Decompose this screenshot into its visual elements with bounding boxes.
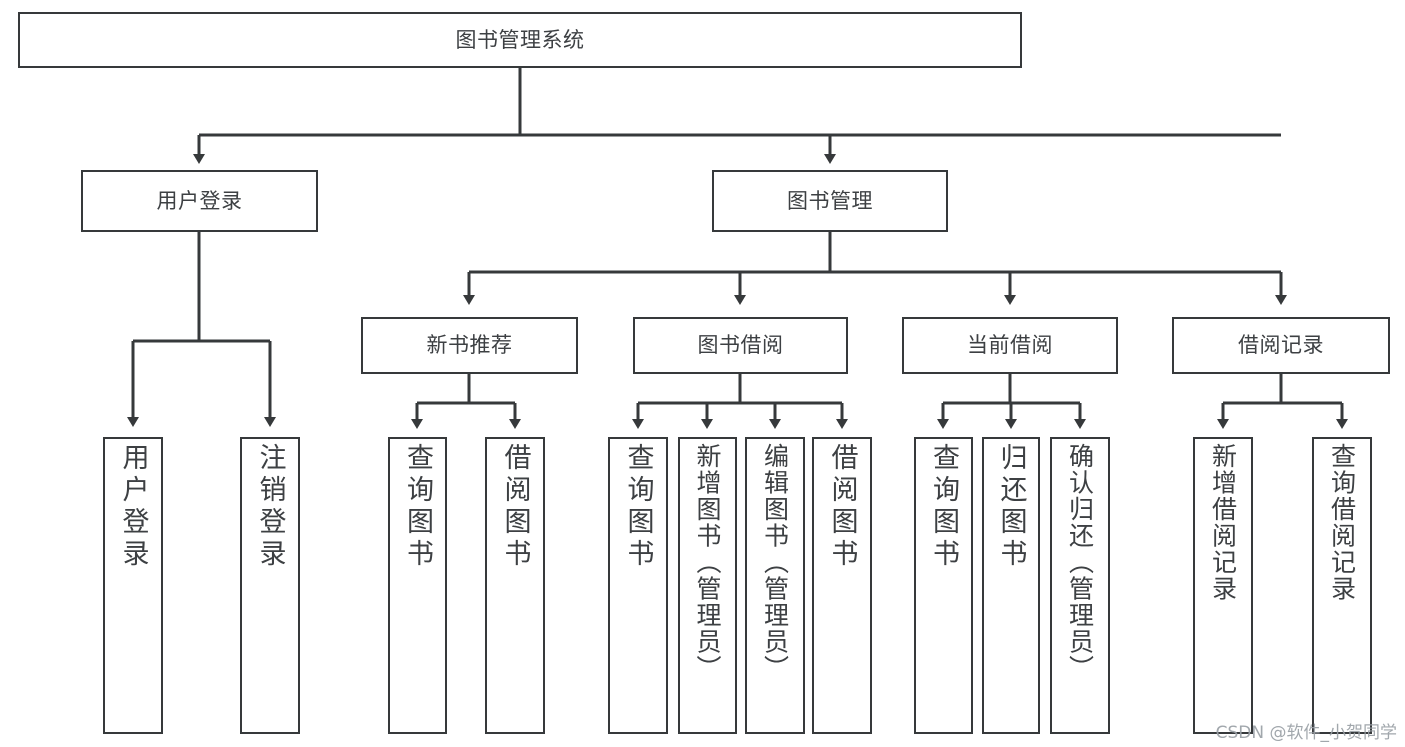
edges-root-to-level2: [193, 68, 1281, 164]
node-borrow-records[interactable]: 借阅记录: [1172, 317, 1390, 374]
node-label: 借阅记录: [1238, 333, 1324, 358]
leaf-query-borrow-record[interactable]: 查询借阅记录: [1312, 437, 1372, 734]
node-label: 归还图书: [995, 443, 1027, 571]
node-user-login[interactable]: 用户登录: [81, 170, 318, 232]
leaf-query-book-borrow[interactable]: 查询图书: [608, 437, 668, 734]
node-label: 借阅图书: [826, 443, 858, 571]
leaf-add-borrow-record[interactable]: 新增借阅记录: [1193, 437, 1253, 734]
node-root-system[interactable]: 图书管理系统: [18, 12, 1022, 68]
node-label: 确认归还（管理员）: [1065, 443, 1095, 682]
node-current-borrow[interactable]: 当前借阅: [902, 317, 1118, 374]
leaf-logout[interactable]: 注销登录: [240, 437, 300, 734]
node-label: 用户登录: [156, 188, 243, 213]
leaf-add-book-admin[interactable]: 新增图书（管理员）: [678, 437, 737, 734]
edges-borrow-to-leaves: [632, 374, 848, 429]
node-label: 用户登录: [117, 443, 149, 571]
leaf-query-book-recommend[interactable]: 查询图书: [388, 437, 447, 734]
node-book-management[interactable]: 图书管理: [712, 170, 948, 232]
edges-user-login-to-leaves: [127, 232, 276, 427]
node-label: 图书管理系统: [455, 27, 585, 52]
leaf-query-book-current[interactable]: 查询图书: [914, 437, 973, 734]
node-label: 新增图书（管理员）: [693, 443, 722, 682]
edges-current-borrow-to-leaves: [937, 374, 1086, 429]
node-label: 注销登录: [254, 443, 286, 571]
node-label: 查询借阅记录: [1327, 443, 1357, 602]
leaf-confirm-return-admin[interactable]: 确认归还（管理员）: [1050, 437, 1110, 734]
node-label: 图书管理: [787, 188, 873, 213]
edges-book-manage-to-level3: [463, 232, 1287, 305]
node-label: 图书借阅: [697, 333, 784, 358]
leaf-return-book[interactable]: 归还图书: [982, 437, 1040, 734]
leaf-borrow-book-recommend[interactable]: 借阅图书: [485, 437, 545, 734]
edges-records-to-leaves: [1217, 374, 1348, 429]
node-label: 新增借阅记录: [1208, 443, 1238, 602]
leaf-borrow-book[interactable]: 借阅图书: [812, 437, 872, 734]
leaf-edit-book-admin[interactable]: 编辑图书（管理员）: [745, 437, 805, 734]
edges-new-book-to-leaves: [411, 374, 521, 429]
node-new-book-recommend[interactable]: 新书推荐: [361, 317, 578, 374]
node-label: 新书推荐: [426, 333, 513, 358]
leaf-user-login[interactable]: 用户登录: [103, 437, 163, 734]
node-book-borrow[interactable]: 图书借阅: [633, 317, 848, 374]
node-label: 编辑图书（管理员）: [760, 443, 790, 682]
node-label: 借阅图书: [499, 443, 531, 571]
node-label: 当前借阅: [967, 333, 1053, 358]
node-label: 查询图书: [402, 443, 433, 571]
node-label: 查询图书: [622, 443, 654, 571]
node-label: 查询图书: [928, 443, 959, 571]
